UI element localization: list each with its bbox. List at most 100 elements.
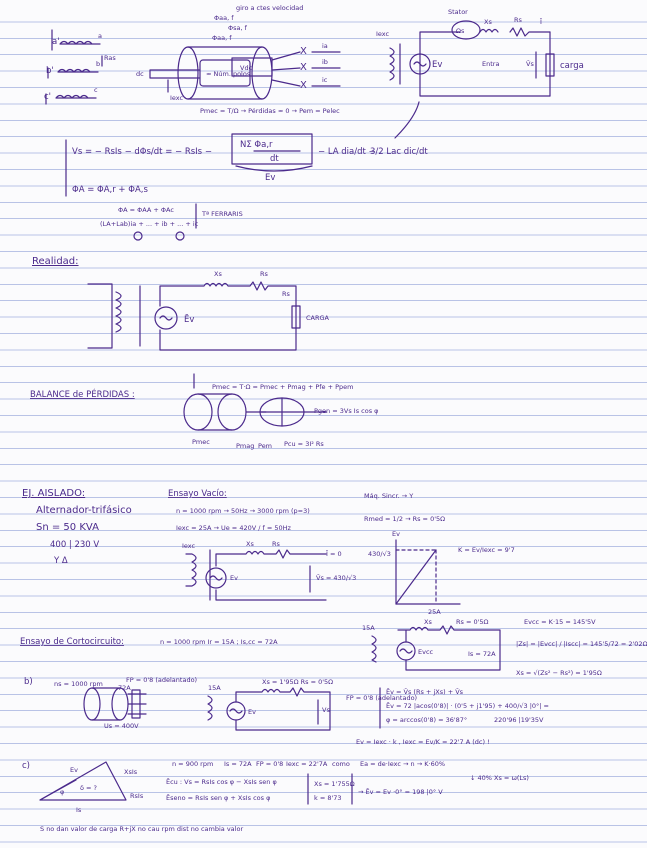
realidad-section: Realidad: Ēv Xs Rs Rs CARGA <box>32 256 330 351</box>
part-b-us: Us = 400V <box>104 722 139 730</box>
eq-phi-small: ΦA = ΦAA + ΦAc <box>118 206 174 214</box>
coil-x-1: X <box>300 46 307 57</box>
eq-small-row: (LA+Lab)ia + ... + ib + ... + ic <box>100 220 199 228</box>
winding-label-b: b <box>96 60 100 68</box>
realidad-title: Realidad: <box>32 256 79 267</box>
vacio-rs: Rs <box>272 540 281 548</box>
coil-current-a: ia <box>322 42 328 50</box>
part-b-eq-1: Ēv = V̄s (Rs + jXs) + V̄s <box>386 687 464 696</box>
eq-frac-num: NΣ Φa,r <box>240 140 273 150</box>
cc-rs: Rs = 0'5Ω <box>456 618 489 626</box>
circuit-xs: Xs <box>484 18 492 26</box>
circuit-i: Ī <box>540 17 542 26</box>
stator-label: Stator <box>448 8 468 16</box>
balance-pmec2: Pmec <box>192 438 210 446</box>
part-b-fp2: FP = 0'8 (adelantado) <box>346 694 417 702</box>
phasor-delta: δ = ? <box>80 784 97 792</box>
part-b-vs: Vs <box>322 706 330 714</box>
part-b-72a: 72A <box>118 684 131 692</box>
ej-sn: Sn = 50 KVA <box>36 522 99 533</box>
vacio-k: K = Ev/Iexc = 9'7 <box>458 546 515 554</box>
cc-evcc: Evcc = K·15 = 145'5V <box>524 618 596 626</box>
circuit-iexc-label: Iexc <box>376 30 390 38</box>
balance-title: BALANCE de PÉRDIDAS : <box>30 388 135 400</box>
eq-tferraris: Tª FERRARIS <box>201 210 243 218</box>
balance-pmag: Pmag <box>236 442 254 450</box>
cortocircuito-section: Ensayo de Cortocircuito: n = 1000 rpm Ir… <box>20 618 647 677</box>
voltage-equation: Vs = − RsIs − dΦs/dt = − RsIs − NΣ Φa,r … <box>65 101 428 241</box>
vacio-xs: Xs <box>246 540 254 548</box>
part-b-eq-5: Ev = Iexc · k , Iexc = Ev/K = 22'7 A (dc… <box>356 738 490 746</box>
eq-vs-lhs: Vs = − RsIs − dΦs/dt = − RsIs − <box>72 147 212 157</box>
realidad-rs2: Rs <box>282 290 291 298</box>
cc-evcc-label: Evcc <box>418 648 434 656</box>
ej-aislado-section: EJ. AISLADO: Alternador-trifásico Sn = 5… <box>22 488 515 616</box>
balance-section: BALANCE de PÉRDIDAS : Pmec = T·Ω = Pmec … <box>30 373 378 450</box>
vacio-ev: Ev <box>230 574 238 582</box>
phasor-xsis: XsIs <box>124 768 138 776</box>
cc-title: Ensayo de Cortocircuito: <box>20 637 124 647</box>
vacio-line-1: n = 1000 rpm → 50Hz → 3000 rpm (p=3) <box>176 507 310 515</box>
vacio-i0: Ī = 0 <box>326 549 342 558</box>
phasor-rsis: RsIs <box>130 792 144 800</box>
part-b-eq-3: φ = arccos(0'8) = 36'87° <box>386 716 467 724</box>
coil-current-c: ic <box>322 76 328 84</box>
part-b-ns: ns = 1000 rpm <box>54 680 103 688</box>
circuit-vs: V̄s <box>526 59 534 68</box>
realidad-ev: Ēv <box>184 314 194 325</box>
ws-label: Ωs <box>456 27 465 35</box>
eq-la-term: − LA dia/dt − <box>318 147 376 157</box>
part-b-eq-4: 220'96 |19'35V <box>494 716 544 724</box>
part-b-xs-rs: Xs = 1'95Ω Rs = 0'5Ω <box>262 678 333 686</box>
power-balance-line: Pmec = T/Ω → Pérdidas ≈ 0 → Pem = Pelec <box>200 107 340 115</box>
circuit-entra: Entra <box>482 60 499 68</box>
winding-label-b-prime: b' <box>46 66 54 76</box>
part-c-fp: FP = 0'8 <box>256 760 283 768</box>
part-b-ev: Ev <box>248 708 256 716</box>
realidad-xs: Xs <box>214 270 222 278</box>
part-b-15a: 15A <box>208 684 221 692</box>
part-c-ecu: Ēcu : Vs = RsIs cos φ − XsIs sen φ <box>166 777 277 786</box>
ej-title: EJ. AISLADO: <box>22 488 85 499</box>
part-c-k: k = 8'73 <box>314 794 342 802</box>
balance-pcu: Pcu = 3I² Rs <box>284 440 324 448</box>
vacio-iexc: Iexc <box>182 542 196 550</box>
part-c-is: Is = 72A <box>224 760 252 768</box>
cc-xs: Xs <box>424 618 432 626</box>
circuit-ev: Ev <box>432 60 442 70</box>
part-c-ea: Ea = de·Iexc → n → K·60% <box>360 760 445 768</box>
vacio-line-2: Iexc = 25A → Ue = 420V / f = 50Hz <box>176 524 292 532</box>
vacio-title: Ensayo Vacío: <box>168 489 227 499</box>
curve-axis-y2: 430/√3 <box>368 550 391 558</box>
coil-x-3: X <box>300 80 307 91</box>
part-c-eseno: Ēseno = RsIs sen φ + XsIs cos φ <box>166 793 270 802</box>
part-b-fp: FP = 0'8 (adelantado) <box>126 676 197 684</box>
part-c-label: c) <box>22 761 30 771</box>
rotation-note: giro a ctes velocidad <box>236 4 303 12</box>
balance-pmec: Pmec = T·Ω = Pmec + Pmag + Pfe + Ppem <box>212 383 354 391</box>
iexc-rotor-label: Iexc <box>170 94 184 102</box>
part-c-section: c) Ev XsIs δ = ? φ RsIs Is n = 900 rpm I… <box>22 760 529 833</box>
winding-label-c-prime: c' <box>44 92 51 102</box>
curve-axis-y: Ev <box>392 530 400 538</box>
top-equivalent-circuit: Iexc Stator Ev Ωs Xs Rs Ī carga Entra V̄… <box>376 8 584 97</box>
ej-connections: Y Δ <box>53 556 68 566</box>
eq-ev: Ev <box>265 173 275 183</box>
vacio-rmed: Rmed = 1/2 → Rs = 0'5Ω <box>364 515 445 523</box>
phasor-is: Is <box>76 806 82 814</box>
flux-label-2: Φsa, f <box>228 24 248 32</box>
part-c-pct: ↓ 40% Xs = ω(Ls) <box>470 774 529 782</box>
coil-x-2: X <box>300 62 307 73</box>
flux-label-1: Φaa, f <box>214 14 234 22</box>
flux-label-3: Φaa, f <box>212 34 232 42</box>
eq-frac-den: dt <box>270 154 279 164</box>
part-c-xs: Xs = 1'755Ω <box>314 780 355 788</box>
cc-values: n = 1000 rpm Ir = 15A ; Is,cc = 72A <box>160 638 278 646</box>
curve-axis-x: 25A <box>428 608 441 616</box>
stator-windings: a' b' c' a b c Ras <box>44 29 116 105</box>
part-b-eq-2: Ēv = 72 |acos(0'8)| · (0'5 + j1'95) + 40… <box>386 701 549 710</box>
winding-label-a: a <box>98 32 102 40</box>
circuit-rs: Rs <box>514 16 523 24</box>
